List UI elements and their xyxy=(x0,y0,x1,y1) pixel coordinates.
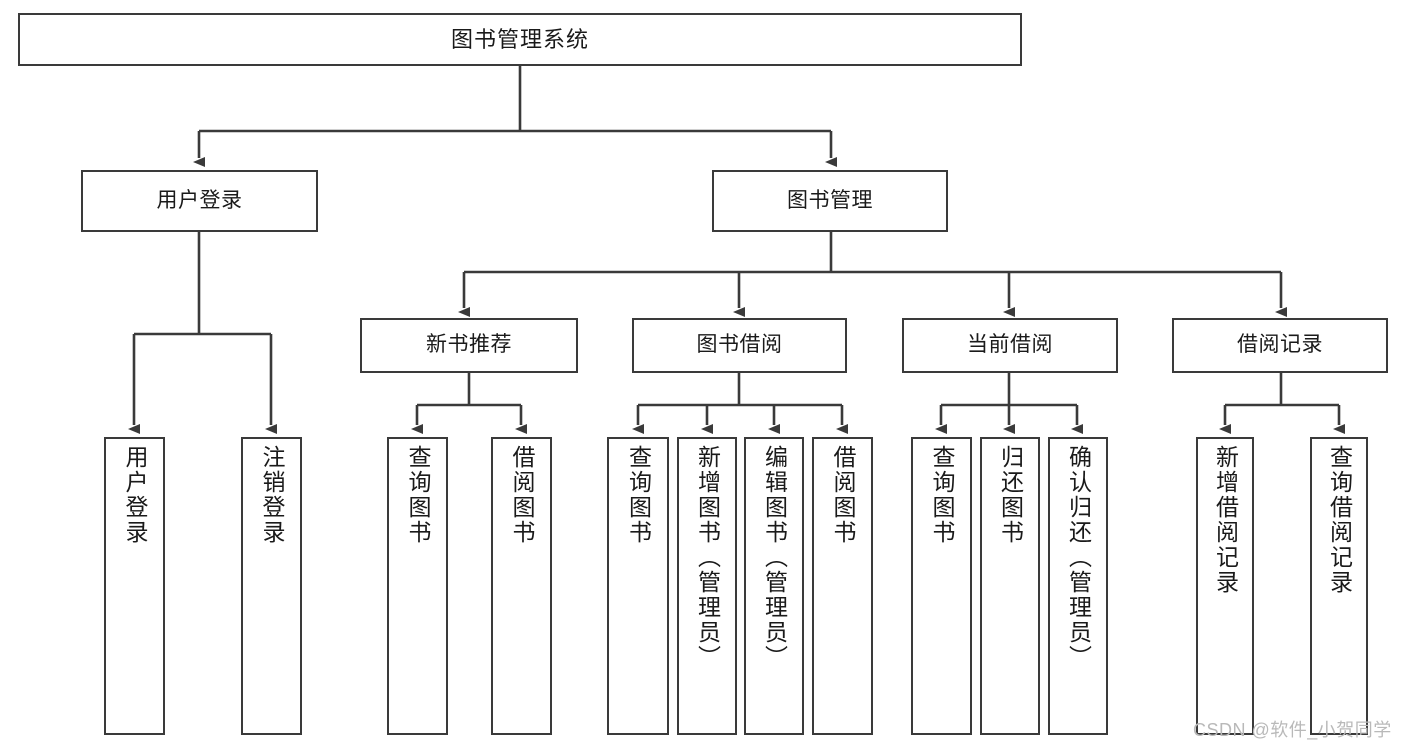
leaf-user-login-label: 用户登录 xyxy=(122,445,148,545)
leaf-query-borrow-record[interactable]: 查询借阅记录 xyxy=(1310,437,1368,735)
node-new-book-recommendation-label: 新书推荐 xyxy=(426,333,512,357)
node-root[interactable]: 图书管理系统 xyxy=(18,13,1022,66)
node-user-login-label: 用户登录 xyxy=(156,188,243,212)
leaf-add-book-label: 新增图书（管理员） xyxy=(694,445,721,670)
node-current-borrow-label: 当前借阅 xyxy=(967,333,1053,357)
leaf-query-book-2[interactable]: 查询图书 xyxy=(607,437,669,735)
node-book-borrow-label: 图书借阅 xyxy=(696,333,783,357)
leaf-edit-book-label: 编辑图书（管理员） xyxy=(761,445,788,670)
node-root-label: 图书管理系统 xyxy=(450,26,589,52)
node-book-manage[interactable]: 图书管理 xyxy=(712,170,948,232)
node-book-manage-label: 图书管理 xyxy=(787,188,873,212)
leaf-query-book-3[interactable]: 查询图书 xyxy=(911,437,972,735)
leaf-add-borrow-record-label: 新增借阅记录 xyxy=(1212,445,1239,595)
leaf-query-book-2-label: 查询图书 xyxy=(625,445,652,545)
leaf-add-borrow-record[interactable]: 新增借阅记录 xyxy=(1196,437,1254,735)
leaf-logout[interactable]: 注销登录 xyxy=(241,437,302,735)
node-new-book-recommendation[interactable]: 新书推荐 xyxy=(360,318,578,373)
node-current-borrow[interactable]: 当前借阅 xyxy=(902,318,1118,373)
node-user-login[interactable]: 用户登录 xyxy=(81,170,318,232)
node-borrow-record-label: 借阅记录 xyxy=(1237,333,1323,357)
node-book-borrow[interactable]: 图书借阅 xyxy=(632,318,847,373)
node-borrow-record[interactable]: 借阅记录 xyxy=(1172,318,1388,373)
leaf-borrow-book-2-label: 借阅图书 xyxy=(830,445,856,545)
leaf-confirm-return-label: 确认归还（管理员） xyxy=(1065,445,1092,670)
leaf-return-book-label: 归还图书 xyxy=(997,445,1024,545)
leaf-query-borrow-record-label: 查询借阅记录 xyxy=(1326,445,1353,595)
leaf-query-book-1-label: 查询图书 xyxy=(405,445,431,545)
leaf-edit-book[interactable]: 编辑图书（管理员） xyxy=(744,437,804,735)
leaf-query-book-3-label: 查询图书 xyxy=(929,445,955,545)
leaf-borrow-book-2[interactable]: 借阅图书 xyxy=(812,437,873,735)
leaf-borrow-book-1-label: 借阅图书 xyxy=(509,445,535,545)
leaf-return-book[interactable]: 归还图书 xyxy=(980,437,1040,735)
leaf-logout-label: 注销登录 xyxy=(259,445,285,545)
leaf-borrow-book-1[interactable]: 借阅图书 xyxy=(491,437,552,735)
leaf-user-login[interactable]: 用户登录 xyxy=(104,437,165,735)
csdn-watermark: CSDN @软件_小贺同学 xyxy=(1193,720,1392,740)
leaf-confirm-return[interactable]: 确认归还（管理员） xyxy=(1048,437,1108,735)
leaf-add-book[interactable]: 新增图书（管理员） xyxy=(677,437,737,735)
leaf-query-book-1[interactable]: 查询图书 xyxy=(387,437,448,735)
